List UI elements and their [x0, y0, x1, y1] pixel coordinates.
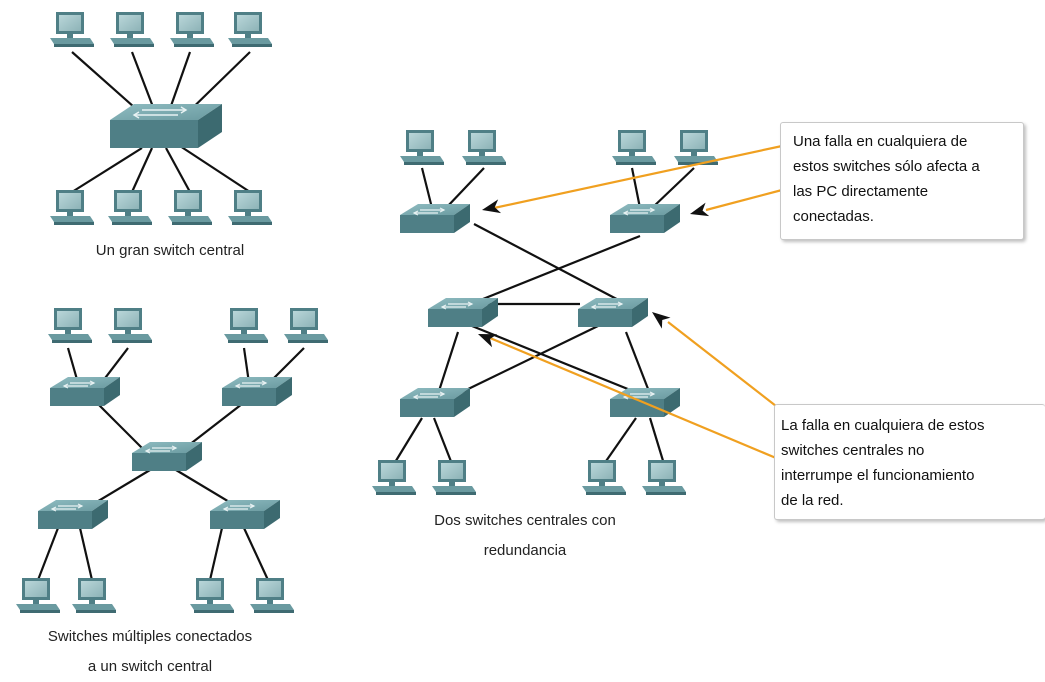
caption-multi-switch-line2: a un switch central	[87, 658, 213, 675]
callout-access-line: estos switches sólo afecta a	[793, 158, 980, 175]
pc-icon	[16, 578, 60, 613]
caption-redundant-line1: Dos switches centrales con	[434, 512, 616, 529]
arrowhead-icon	[478, 334, 498, 348]
switch-icon	[49, 376, 121, 407]
switch-icon	[399, 387, 471, 418]
pc-icon	[400, 130, 444, 165]
callout-leaders	[489, 144, 783, 460]
pc-icon	[228, 190, 272, 225]
switch-icon	[427, 297, 499, 328]
caption-single-switch-text: Un gran switch central	[95, 242, 245, 259]
topology-hierarchical-devices	[16, 308, 328, 613]
callout-access-line: Una falla en cualquiera de	[793, 133, 968, 150]
pc-icon	[108, 190, 152, 225]
pc-icon	[642, 460, 686, 495]
callout-core-line: La falla en cualquiera de estos	[781, 417, 985, 434]
pc-icon	[50, 12, 94, 47]
callout-core-switches: La falla en cualquiera de estos switches…	[774, 404, 1045, 520]
callout-core-line: de la red.	[781, 492, 844, 509]
pc-icon	[48, 308, 92, 343]
pc-icon	[250, 578, 294, 613]
topology-redundant-devices	[372, 130, 718, 495]
callout-access-switches: Una falla en cualquiera de estos switche…	[780, 122, 1024, 240]
arrowhead-icon	[652, 312, 671, 329]
switch-icon	[399, 203, 471, 234]
switch-icon	[37, 499, 109, 530]
pc-icon	[108, 308, 152, 343]
pc-icon	[50, 190, 94, 225]
pc-icon	[372, 460, 416, 495]
caption-redundant-line2: redundancia	[483, 542, 567, 559]
pc-icon	[190, 578, 234, 613]
pc-icon	[224, 308, 268, 343]
caption-multi-switch-line1: Switches múltiples conectados	[47, 628, 253, 645]
callout-core-line: interrumpe el funcionamiento	[781, 467, 975, 484]
pc-icon	[168, 190, 212, 225]
pc-icon	[170, 12, 214, 47]
pc-icon	[462, 130, 506, 165]
pc-icon	[612, 130, 656, 165]
caption-single-switch: Un gran switch central	[20, 236, 320, 266]
pc-icon	[432, 460, 476, 495]
arrowhead-icon	[482, 199, 502, 214]
pc-icon	[110, 12, 154, 47]
pc-icon	[284, 308, 328, 343]
switch-icon	[109, 103, 223, 149]
arrowhead-icon	[690, 202, 710, 217]
pc-icon	[228, 12, 272, 47]
switch-icon	[131, 441, 203, 472]
pc-icon	[72, 578, 116, 613]
caption-multi-switch: Switches múltiples conectados a un switc…	[0, 622, 300, 682]
pc-icon	[582, 460, 626, 495]
callout-core-line: switches centrales no	[781, 442, 925, 459]
arrowheads	[478, 199, 710, 348]
switch-icon	[577, 297, 649, 328]
pc-icon	[674, 130, 718, 165]
switch-icon	[221, 376, 293, 407]
callout-access-line: las PC directamente	[793, 183, 929, 200]
switch-icon	[609, 203, 681, 234]
caption-redundant: Dos switches centrales con redundancia	[380, 506, 670, 566]
topology-single-switch-devices	[50, 12, 272, 225]
switch-icon	[209, 499, 281, 530]
callout-access-line: conectadas.	[793, 208, 874, 225]
topology-redundant-links	[393, 167, 695, 465]
